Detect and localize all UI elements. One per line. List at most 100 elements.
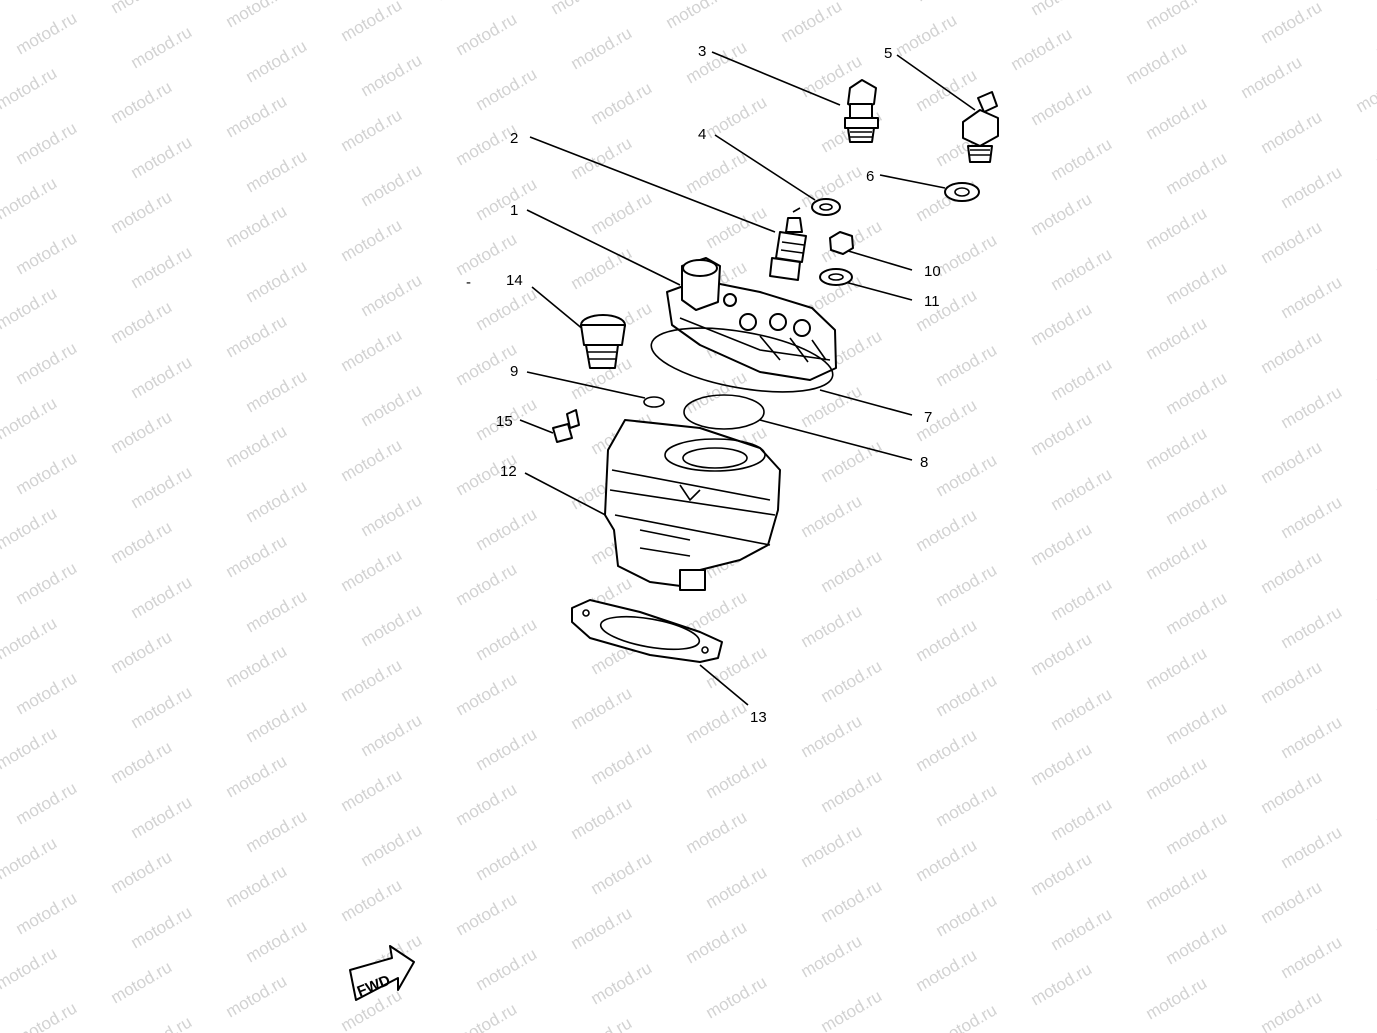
- watermark-text: motod.ru: [588, 958, 656, 1008]
- watermark-text: motod.ru: [338, 0, 406, 45]
- watermark-text: motod.ru: [798, 931, 866, 981]
- watermark-text: motod.ru: [1278, 602, 1346, 652]
- watermark-text: motod.ru: [243, 36, 311, 86]
- watermark-text: motod.ru: [818, 876, 886, 926]
- watermark-text: motod.ru: [243, 256, 311, 306]
- watermark-text: motod.ru: [0, 613, 60, 663]
- part-1-cylinder-head: [666, 257, 837, 381]
- watermark-text: motod.ru: [1258, 107, 1326, 157]
- watermark-text: motod.ru: [683, 807, 751, 857]
- callout-3: 3: [698, 43, 706, 60]
- watermark-text: motod.ru: [913, 725, 981, 775]
- watermark-text: motod.ru: [1048, 684, 1116, 734]
- watermark-text: motod.ru: [1143, 973, 1211, 1023]
- watermark-text: motod.ru: [1163, 258, 1231, 308]
- watermark-text: motod.ru: [108, 847, 176, 897]
- part-14-thermostat: [580, 314, 626, 369]
- watermark-text: motod.ru: [338, 765, 406, 815]
- watermark-text: motod.ru: [13, 888, 81, 938]
- watermark-text: motod.ru: [473, 724, 541, 774]
- watermark-text: motod.ru: [1278, 932, 1346, 982]
- watermark-text: motod.ru: [588, 738, 656, 788]
- callout-14: 14: [506, 272, 523, 289]
- part-3-fitting: [844, 79, 879, 143]
- watermark-text: motod.ru: [568, 903, 636, 953]
- watermark-text: motod.ru: [798, 711, 866, 761]
- watermark-text: motod.ru: [358, 710, 426, 760]
- watermark-text: motod.ru: [453, 559, 521, 609]
- watermark-text: motod.ru: [663, 0, 731, 32]
- watermark-text: motod.ru: [588, 78, 656, 128]
- watermark-text: motod.ru: [358, 160, 426, 210]
- part-8-o-ring: [683, 394, 765, 430]
- watermark-text: motod.ru: [1278, 712, 1346, 762]
- watermark-text: motod.ru: [778, 0, 846, 46]
- watermark-text: motod.ru: [13, 778, 81, 828]
- stray-mark: -: [466, 274, 471, 291]
- watermark-text: motod.ru: [1258, 547, 1326, 597]
- watermark-text: motod.ru: [338, 105, 406, 155]
- watermark-text: motod.ru: [108, 517, 176, 567]
- watermark-text: motod.ru: [338, 325, 406, 375]
- watermark-text: motod.ru: [108, 77, 176, 127]
- watermark-text: motod.ru: [818, 656, 886, 706]
- watermark-text: motod.ru: [128, 352, 196, 402]
- watermark-text: motod.ru: [223, 421, 291, 471]
- watermark-text: motod.ru: [933, 340, 1001, 390]
- watermark-text: motod.ru: [683, 697, 751, 747]
- watermark-text: motod.ru: [1028, 629, 1096, 679]
- watermark-text: motod.ru: [358, 50, 426, 100]
- watermark-text: motod.ru: [13, 448, 81, 498]
- watermark-text: motod.ru: [223, 751, 291, 801]
- watermark-text: motod.ru: [223, 641, 291, 691]
- watermark-text: motod.ru: [128, 682, 196, 732]
- watermark-text: motod.ru: [818, 986, 886, 1033]
- watermark-text: motod.ru: [1373, 11, 1377, 61]
- watermark-text: motod.ru: [1373, 341, 1377, 391]
- callout-10: 10: [924, 263, 941, 280]
- watermark-text: motod.ru: [1163, 478, 1231, 528]
- callout-6: 6: [866, 168, 874, 185]
- watermark-text: motod.ru: [913, 0, 981, 5]
- watermark-text: motod.ru: [223, 861, 291, 911]
- watermark-text: motod.ru: [818, 766, 886, 816]
- watermark-text: motod.ru: [1143, 863, 1211, 913]
- watermark-text: motod.ru: [1143, 93, 1211, 143]
- watermark-text: motod.ru: [1373, 891, 1377, 941]
- watermark-text: motod.ru: [223, 311, 291, 361]
- watermark-text: motod.ru: [13, 8, 81, 58]
- watermark-text: motod.ru: [338, 875, 406, 925]
- watermark-text: motod.ru: [0, 63, 60, 113]
- callout-7: 7: [924, 409, 932, 426]
- watermark-text: motod.ru: [453, 9, 521, 59]
- watermark-text: motod.ru: [913, 835, 981, 885]
- watermark-text: motod.ru: [473, 64, 541, 114]
- watermark-text: motod.ru: [1028, 0, 1096, 19]
- part-10-nut: [829, 231, 854, 255]
- watermark-text: motod.ru: [108, 737, 176, 787]
- part-6-washer: [944, 182, 980, 202]
- watermark-text: motod.ru: [913, 945, 981, 995]
- watermark-text: motod.ru: [1373, 121, 1377, 171]
- watermark-text: motod.ru: [243, 146, 311, 196]
- watermark-text: motod.ru: [703, 92, 771, 142]
- watermark-text: motod.ru: [243, 586, 311, 636]
- watermark-text: motod.ru: [358, 600, 426, 650]
- watermark-text: motod.ru: [1048, 904, 1116, 954]
- watermark-text: motod.ru: [683, 147, 751, 197]
- watermark-text: motod.ru: [0, 833, 60, 883]
- watermark-text: motod.ru: [0, 723, 60, 773]
- watermark-text: motod.ru: [13, 118, 81, 168]
- watermark-text: motod.ru: [338, 545, 406, 595]
- watermark-text: motod.ru: [1258, 877, 1326, 927]
- watermark-text: motod.ru: [243, 806, 311, 856]
- watermark-text: motod.ru: [128, 132, 196, 182]
- watermark-text: motod.ru: [1143, 313, 1211, 363]
- watermark-text: motod.ru: [1258, 217, 1326, 267]
- part-12-cylinder: [604, 419, 781, 591]
- watermark-text: motod.ru: [933, 450, 1001, 500]
- watermark-text: motod.ru: [683, 367, 751, 417]
- callout-5: 5: [884, 45, 892, 62]
- watermark-text: motod.ru: [1353, 66, 1377, 116]
- watermark-text: motod.ru: [128, 902, 196, 952]
